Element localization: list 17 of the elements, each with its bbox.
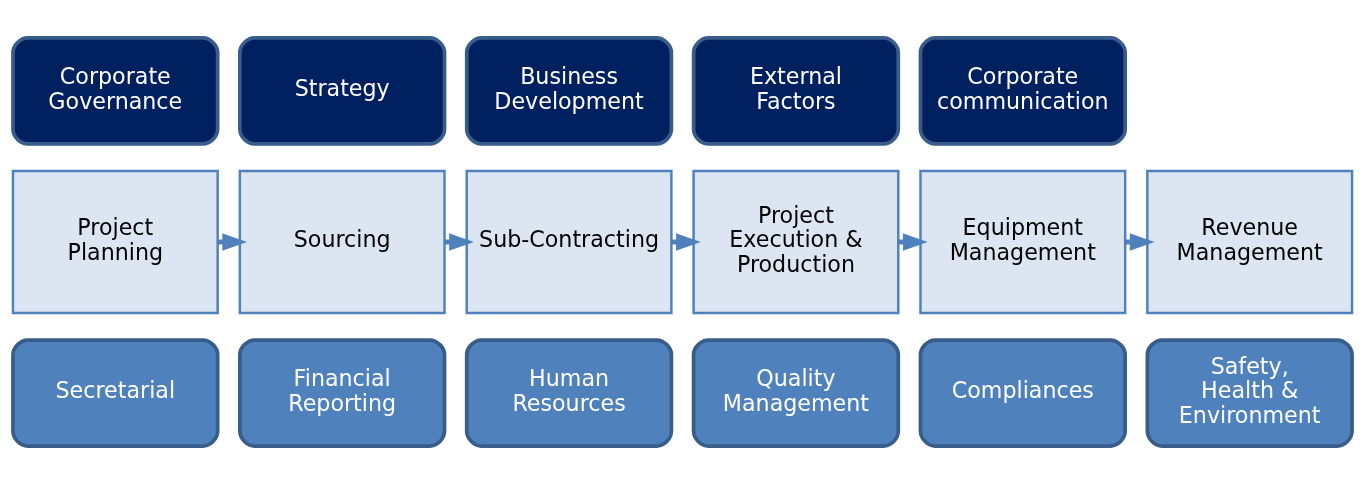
- node-box: Corporate communication: [918, 35, 1127, 146]
- node-box: Corporate Governance: [11, 35, 220, 146]
- node-box: Sub-Contracting: [465, 169, 673, 314]
- node-box: Sourcing: [238, 169, 446, 314]
- node-box: Project Planning: [11, 169, 219, 314]
- node-box: Project Execution & Production: [692, 169, 900, 314]
- node-box: Quality Management: [691, 337, 901, 448]
- node-box: Human Resources: [464, 337, 674, 448]
- node-box: Revenue Management: [1146, 169, 1354, 314]
- node-box: Financial Reporting: [238, 337, 447, 448]
- node-box: Safety, Health & Environment: [1145, 337, 1354, 448]
- node-box: Compliances: [918, 337, 1127, 448]
- node-box: Equipment Management: [919, 169, 1127, 314]
- node-box: External Factors: [691, 35, 901, 146]
- node-box: Secretarial: [11, 337, 220, 448]
- node-box: Strategy: [238, 35, 447, 146]
- node-box: Business Development: [464, 35, 674, 146]
